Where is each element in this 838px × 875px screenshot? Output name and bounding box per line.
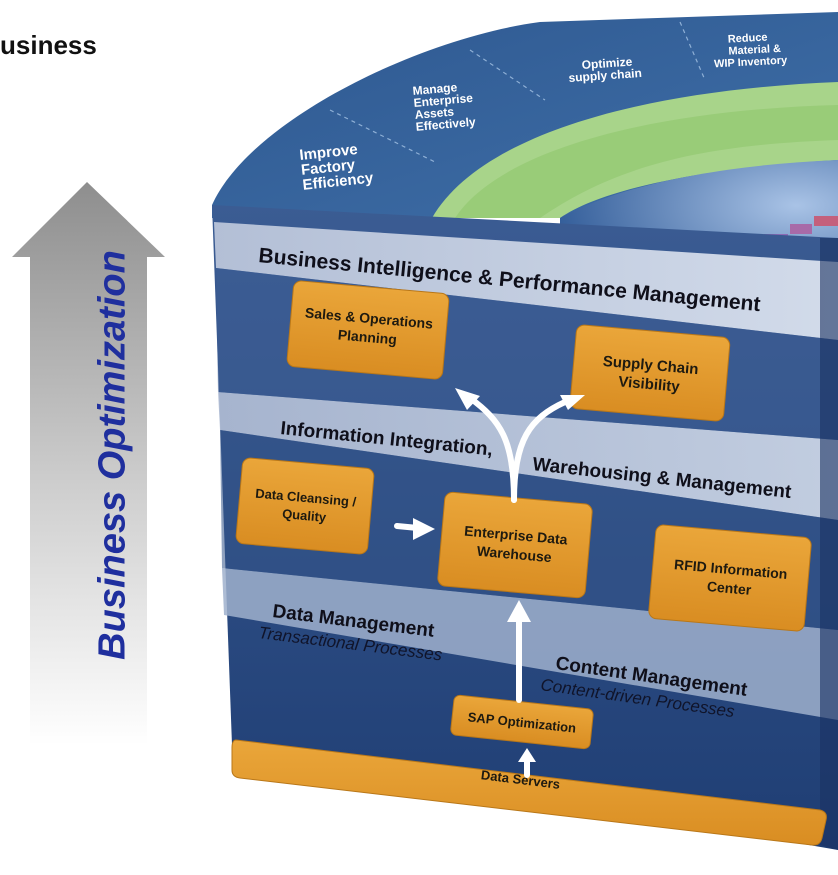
supply-chain-box: Supply ChainVisibility — [569, 324, 731, 422]
goal-3: Optimize supply chain — [567, 54, 642, 85]
data-servers-bar — [231, 739, 827, 846]
page-title: usiness — [0, 30, 97, 60]
business-optimization-arrow — [12, 182, 165, 745]
goal-2: Manage Enterprise Assets Effectively — [412, 79, 479, 134]
enterprise-dw-box: Enterprise DataWarehouse — [437, 491, 593, 599]
business-optimization-label: Business Optimization — [91, 250, 134, 660]
data-cleansing-box: Data Cleansing /Quality — [235, 457, 375, 555]
rfid-box: RFID InformationCenter — [648, 524, 812, 632]
goal-4: Reduce Material & WIP Inventory — [713, 31, 789, 71]
sales-ops-box: Sales & OperationsPlanning — [286, 280, 450, 380]
sap-optimization-box: SAP Optimization — [450, 694, 594, 750]
arrow-dw-to-supply — [511, 399, 568, 503]
goal-1: Improve Factory Efficiency — [299, 140, 375, 194]
